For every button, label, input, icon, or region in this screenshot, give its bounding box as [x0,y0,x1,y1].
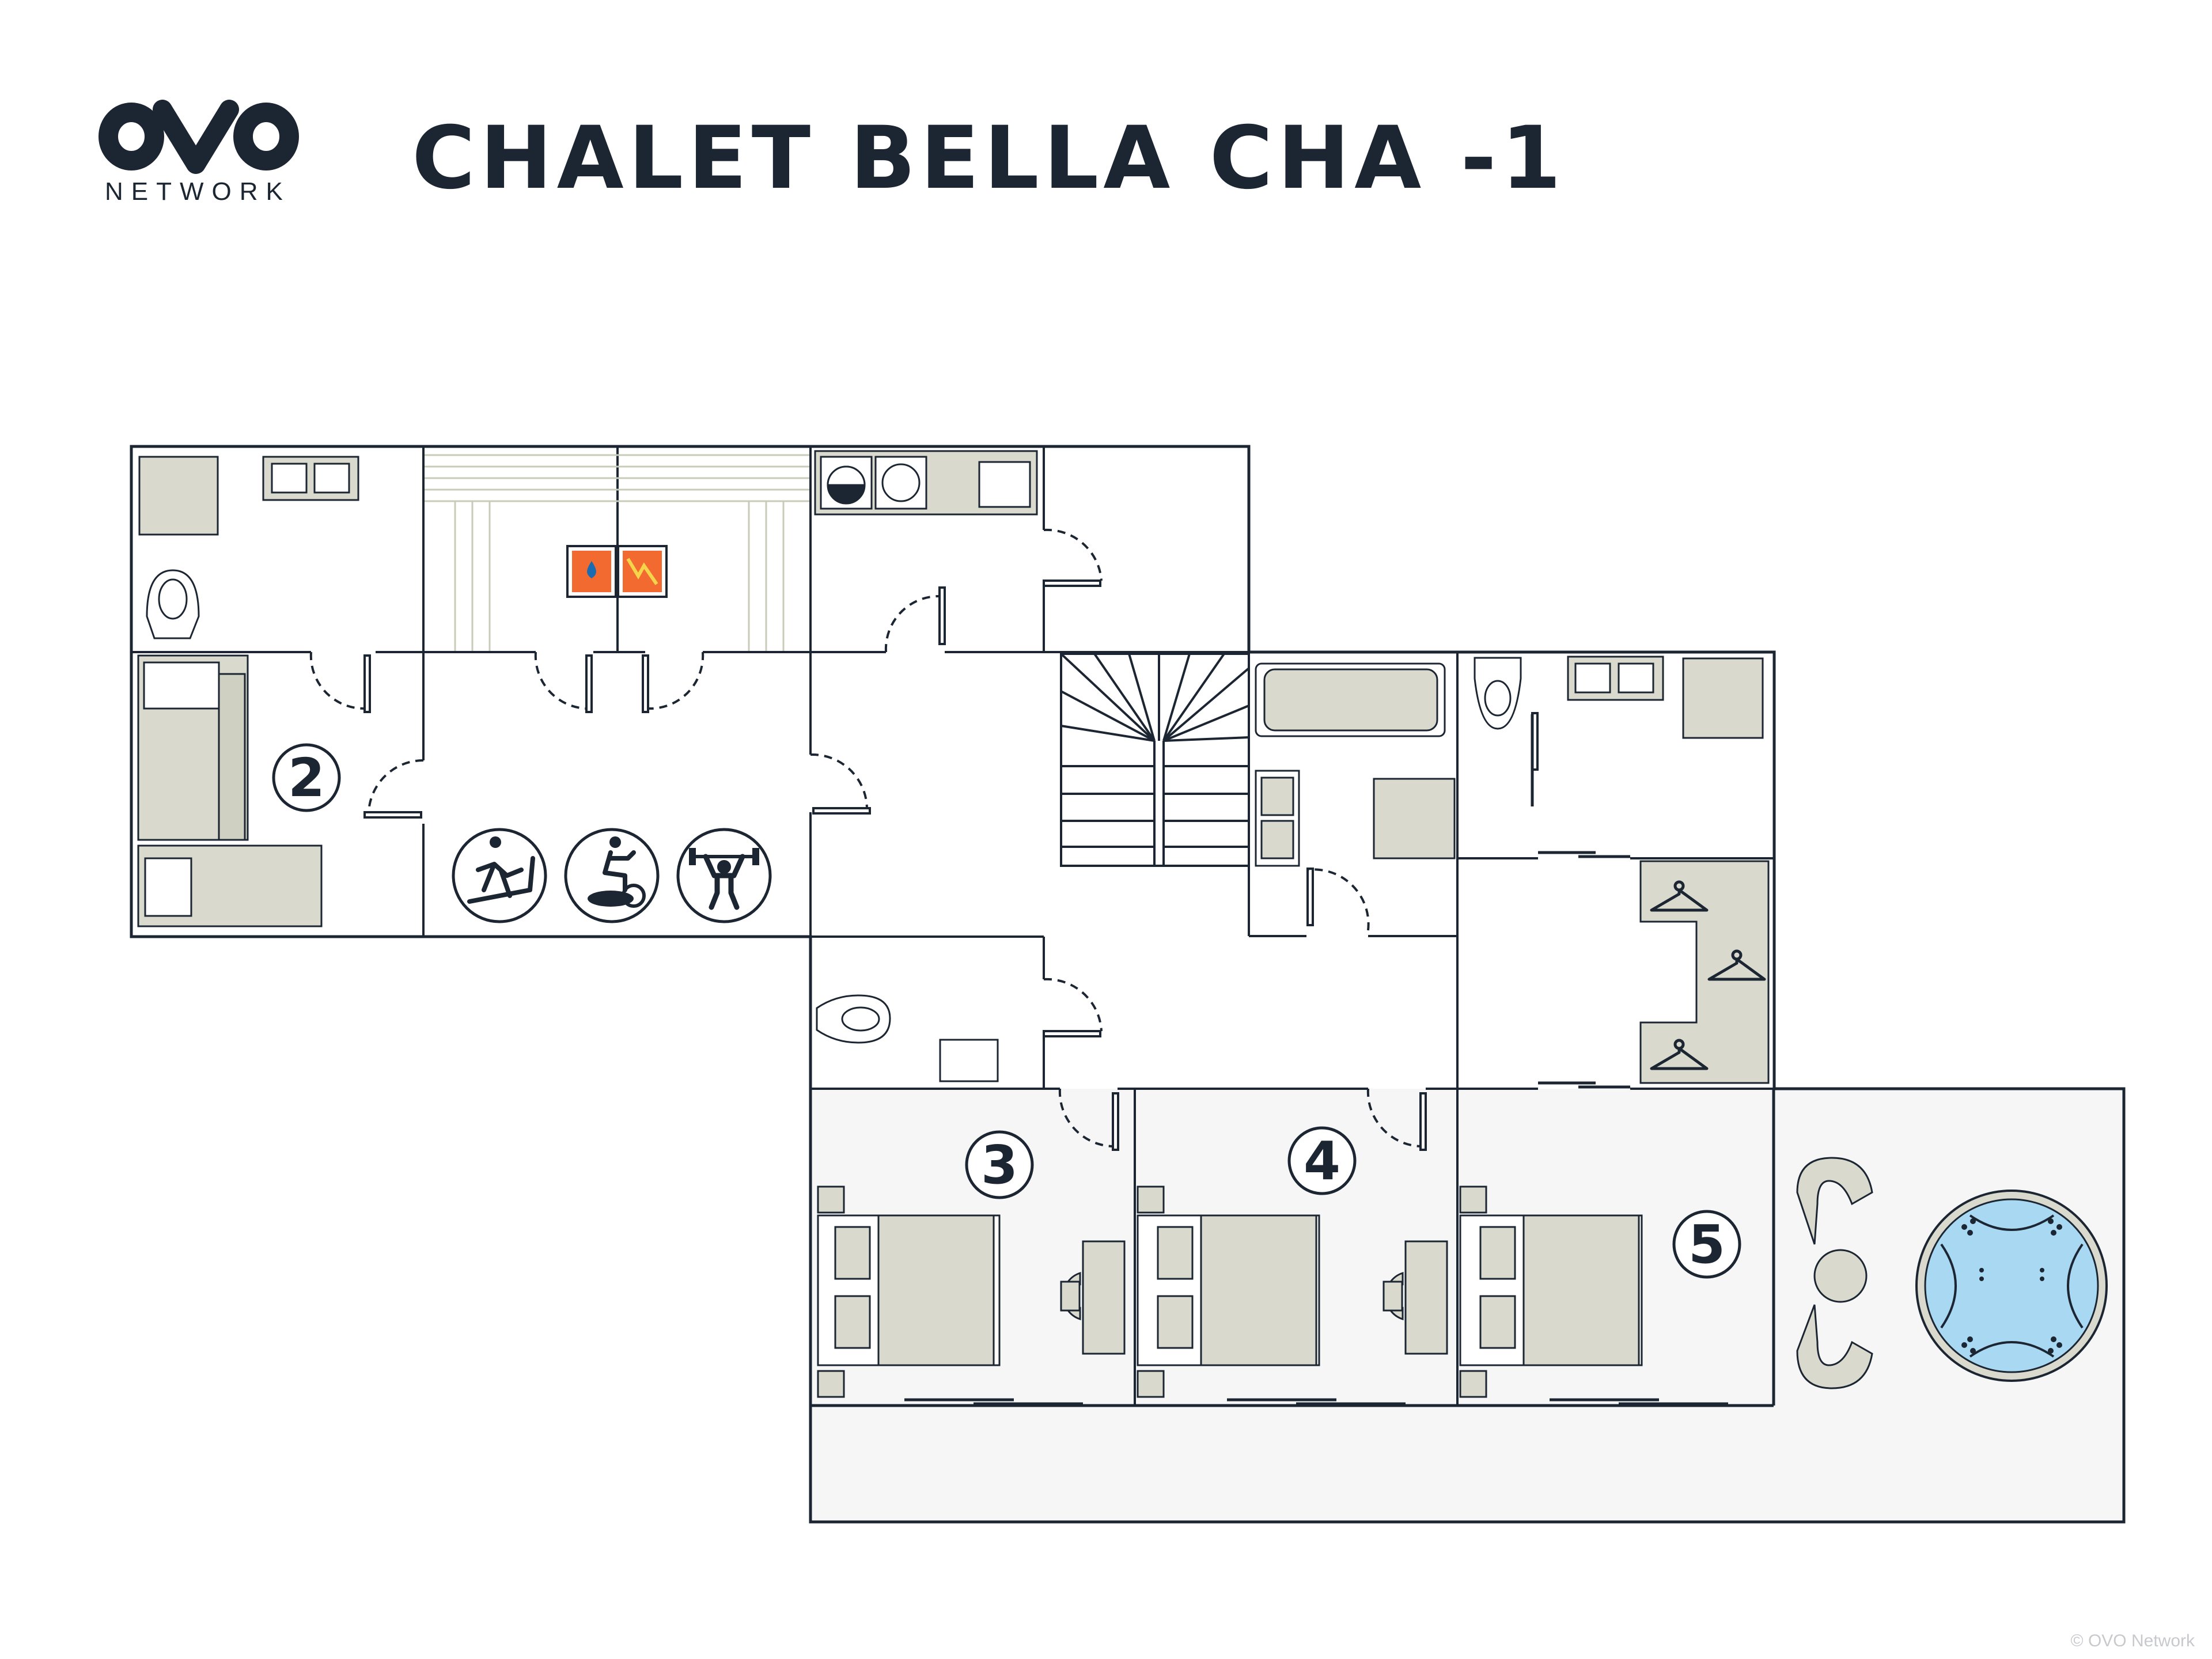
staircase [1060,653,1250,867]
door-swings [309,528,1421,1147]
shower-icon [1682,657,1764,739]
wardrobe [1639,860,1770,1084]
door-panels [363,579,1539,1151]
logo-wordmark: NETWORK [105,177,291,206]
hot-tub-icon [1915,1190,2108,1382]
sink-icon [939,1039,999,1082]
shower-icon [138,456,219,536]
ovo-logo [99,100,299,174]
room-numbers: 2 3 4 5 [272,743,1741,1279]
weightlifting-icon [676,828,772,923]
sliding-doors [904,714,1728,1406]
gym-icons [452,828,772,923]
lounge-chair [1796,1304,1873,1389]
room-number-3: 3 [981,1134,1018,1196]
room-number-4: 4 [1304,1130,1340,1192]
furniture [137,450,1873,1398]
side-table [1813,1249,1868,1303]
desk-chairs [1060,1271,1404,1321]
page-title: CHALET BELLA CHA -1 [412,108,1566,209]
room-number-5: 5 [1688,1214,1725,1275]
lounge-chair [1796,1157,1873,1245]
sauna-benches [425,454,809,651]
sauna-heater-icon [566,545,668,598]
shower-icon [1373,778,1456,859]
exercise-bike-icon [564,828,660,923]
treadmill-icon [452,828,547,923]
outer-walls [130,445,2126,1524]
sink-icon [978,461,1031,508]
room-number-2: 2 [288,747,325,809]
copyright-notice: © OVO Network [2070,1631,2195,1650]
